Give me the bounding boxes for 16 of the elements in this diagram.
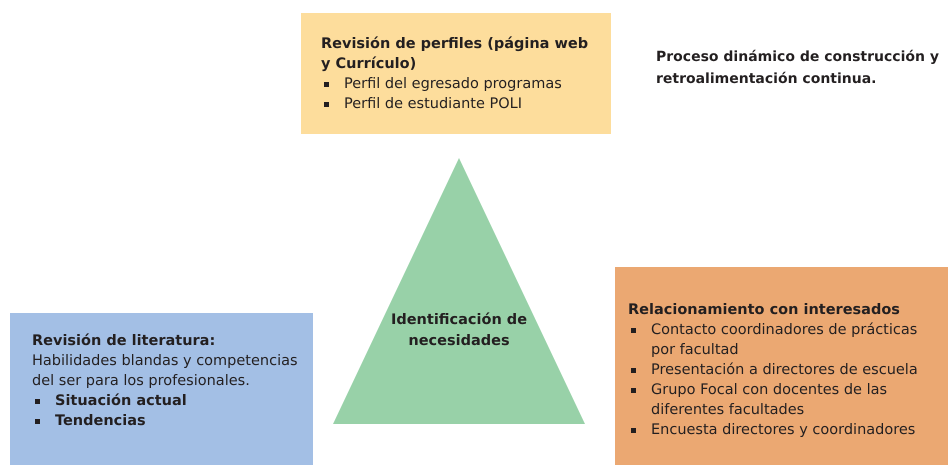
bullet-item: Tendencias xyxy=(32,411,301,431)
panel-paragraph: Revisión de literatura: Habilidades blandas y competencias del ser para los profesionales. xyxy=(32,332,299,391)
note-text: Proceso dinámico de construcción y retroalimentación continua. xyxy=(656,48,940,89)
text-panel xyxy=(10,313,313,465)
text-panel xyxy=(301,13,611,134)
bullet-item: Contacto coordinadores de prácticas por facultad xyxy=(628,320,938,360)
bullet-item: Situación actual xyxy=(32,391,301,411)
panel-heading: Revisión de perfiles (página web y Currículo) xyxy=(321,34,590,74)
bullet-item: Perfil de estudiante POLI xyxy=(321,94,593,114)
panel-heading: Relacionamiento con interesados xyxy=(628,301,901,320)
text-panel xyxy=(615,267,948,465)
bullet-item: Presentación a directores de escuela xyxy=(628,360,938,380)
triangle-label: Identificación de necesidades xyxy=(390,311,528,351)
bullet-item: Perfil del egresado programas xyxy=(321,74,593,94)
bullet-item: Grupo Focal con docentes de las diferentes facultades xyxy=(628,380,938,420)
bullet-item: Encuesta directores y coordinadores xyxy=(628,420,938,440)
